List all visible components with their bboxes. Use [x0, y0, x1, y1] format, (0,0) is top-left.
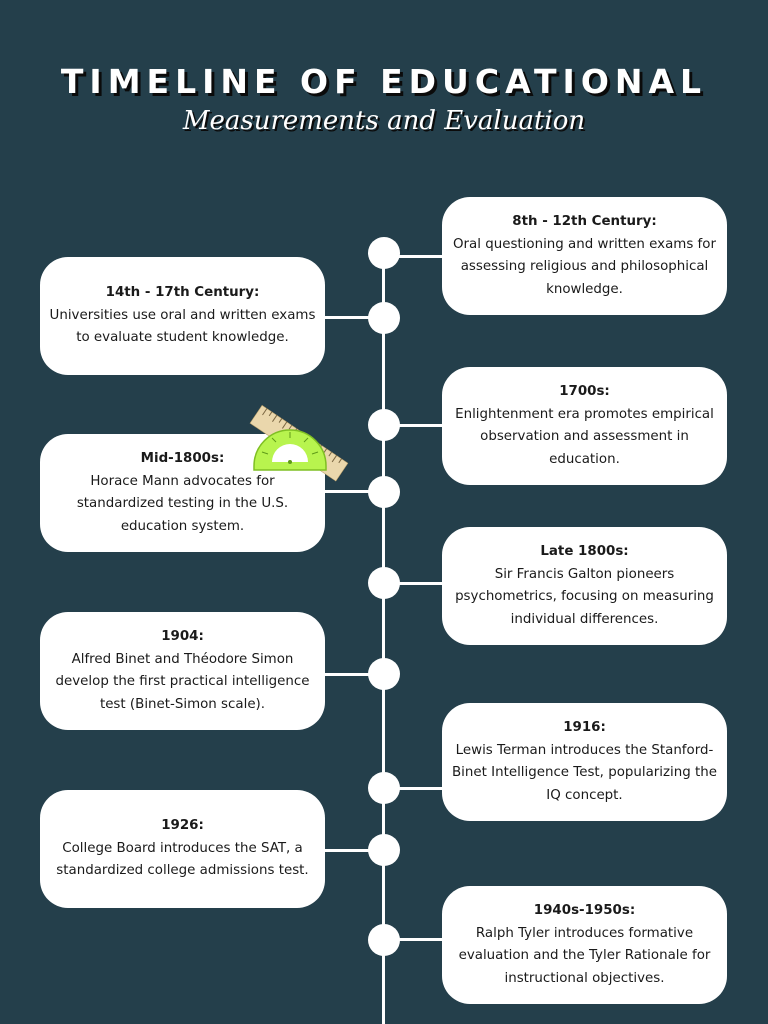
- timeline-dot: [368, 772, 400, 804]
- timeline-connector: [325, 673, 383, 676]
- timeline-event-card: 8th - 12th Century: Oral questioning and…: [442, 197, 727, 315]
- timeline-connector: [384, 787, 444, 790]
- event-description: College Board introduces the SAT, a stan…: [56, 840, 309, 879]
- timeline-event-card: 1916: Lewis Terman introduces the Stanfo…: [442, 703, 727, 821]
- event-description: Universities use oral and written exams …: [49, 307, 316, 346]
- event-date-label: Late 1800s:: [540, 544, 629, 559]
- event-description: Sir Francis Galton pioneers psychometric…: [455, 566, 714, 627]
- event-date-label: 1904:: [161, 629, 204, 644]
- event-description: Enlightenment era promotes empirical obs…: [455, 406, 714, 467]
- event-date-label: 14th - 17th Century:: [105, 285, 260, 301]
- event-description: Ralph Tyler introduces formative evaluat…: [458, 925, 711, 986]
- timeline-event-card: 14th - 17th Century: Universities use or…: [40, 257, 325, 375]
- timeline-connector: [325, 490, 383, 493]
- event-date-label: 1926:: [161, 818, 204, 834]
- timeline-dot: [368, 302, 400, 334]
- event-date-label: 1700s:: [559, 384, 610, 399]
- timeline-dot: [368, 409, 400, 441]
- protractor-icon: [253, 429, 327, 471]
- timeline-connector: [384, 582, 444, 585]
- timeline-dot: [368, 237, 400, 269]
- timeline-event-card: Late 1800s: Sir Francis Galton pioneers …: [442, 527, 727, 645]
- event-description: Lewis Terman introduces the Stanford-Bin…: [452, 742, 717, 803]
- timeline-connector: [325, 849, 383, 852]
- timeline-event-card: 1926: College Board introduces the SAT, …: [40, 790, 325, 908]
- timeline-connector: [325, 316, 383, 319]
- event-description: Oral questioning and written exams for a…: [453, 236, 716, 297]
- timeline-connector: [384, 938, 444, 941]
- timeline-dot: [368, 476, 400, 508]
- event-description: Horace Mann advocates for standardized t…: [76, 473, 289, 534]
- timeline-connector: [384, 424, 444, 427]
- timeline-event-card: 1940s-1950s: Ralph Tyler introduces form…: [442, 886, 727, 1004]
- timeline-spine: [382, 248, 385, 1024]
- page-title: TIMELINE OF EDUCATIONAL: [60, 62, 708, 101]
- event-date-label: Mid-1800s:: [140, 451, 225, 466]
- timeline-event-card: 1904: Alfred Binet and Théodore Simon de…: [40, 612, 325, 730]
- timeline-dot: [368, 567, 400, 599]
- timeline-dot: [368, 658, 400, 690]
- page-subtitle: Measurements and Evaluation: [182, 106, 586, 136]
- timeline-event-card: 1700s: Enlightenment era promotes empiri…: [442, 367, 727, 485]
- event-date-label: 8th - 12th Century:: [512, 214, 657, 229]
- timeline-connector: [384, 255, 444, 258]
- timeline-dot: [368, 924, 400, 956]
- event-date-label: 1916:: [563, 720, 606, 735]
- event-date-label: 1940s-1950s:: [533, 903, 636, 918]
- timeline-dot: [368, 834, 400, 866]
- event-description: Alfred Binet and Théodore Simon develop …: [55, 651, 310, 712]
